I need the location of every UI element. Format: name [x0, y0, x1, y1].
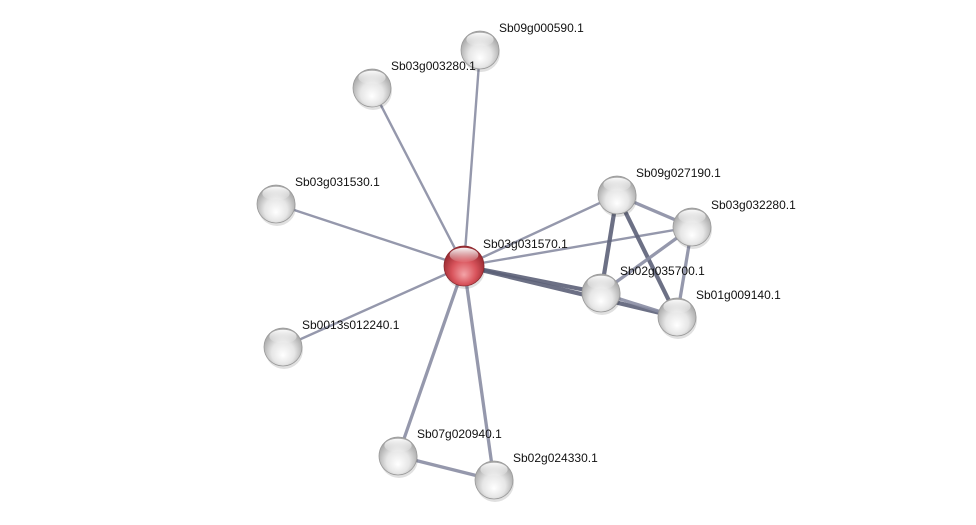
query-node-n0[interactable]: [443, 245, 485, 289]
node-n1[interactable]: [460, 30, 500, 72]
node-highlight: [358, 70, 386, 85]
node-highlight: [269, 329, 297, 344]
node-label-n4: Sb0013s012240.1: [302, 318, 400, 332]
edge-n0-n6: [462, 264, 496, 482]
node-highlight: [663, 299, 691, 314]
node-highlight: [262, 186, 290, 201]
node-n10[interactable]: [657, 297, 697, 339]
node-n8[interactable]: [672, 207, 712, 249]
node-n3[interactable]: [256, 184, 296, 226]
node-n5[interactable]: [378, 436, 418, 478]
node-label-n10: Sb01g009140.1: [696, 288, 781, 302]
edge-n0-n7: [462, 193, 619, 268]
node-label-n8: Sb03g032280.1: [711, 198, 796, 212]
node-label-n9: Sb02g035700.1: [620, 264, 705, 278]
node-highlight: [480, 462, 508, 477]
edge-n0-n2: [370, 86, 466, 268]
edge-n7-n10: [614, 192, 680, 320]
edge-n0-n5: [396, 264, 466, 458]
node-label-n1: Sb09g000590.1: [499, 21, 584, 35]
node-n4[interactable]: [263, 327, 303, 369]
node-highlight: [466, 32, 494, 47]
node-n6[interactable]: [474, 460, 514, 502]
node-n7[interactable]: [597, 175, 637, 217]
labels-layer: Sb03g031570.1 Sb09g000590.1Sb03g003280.1S…: [295, 21, 796, 465]
edge-n0-n10: [461, 263, 680, 320]
node-highlight: [603, 177, 631, 192]
node-label-n7: Sb09g027190.1: [636, 166, 721, 180]
node-label-n0: Sb03g031570.1: [483, 237, 568, 251]
node-highlight: [678, 209, 706, 224]
node-highlight: [449, 247, 479, 263]
edge-n0-n3: [274, 202, 466, 268]
node-label-n6: Sb02g024330.1: [513, 451, 598, 465]
edge-n0-n4: [281, 264, 466, 349]
node-label-n5: Sb07g020940.1: [417, 427, 502, 441]
edge-n0-n1: [462, 48, 482, 268]
node-label-n2: Sb03g003280.1: [391, 59, 476, 73]
nodes-layer: [256, 30, 712, 502]
node-n2[interactable]: [352, 68, 392, 110]
edge-n0-n8: [462, 225, 694, 268]
node-highlight: [384, 438, 412, 453]
node-n9[interactable]: [581, 273, 621, 315]
node-label-n3: Sb03g031530.1: [295, 175, 380, 189]
node-highlight: [587, 275, 615, 290]
